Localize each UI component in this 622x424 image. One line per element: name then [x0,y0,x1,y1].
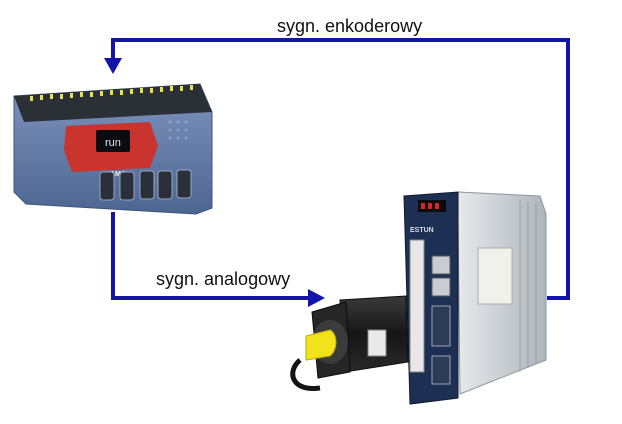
controller-display-text: run [105,137,121,149]
servo-motor [293,296,408,389]
motion-controller: run AMC [14,84,212,214]
motor-cable [293,360,320,389]
controller-connectors [100,170,191,200]
analog-signal-label: sygn. analogowy [156,270,290,288]
encoder-signal-label: sygn. enkoderowy [277,17,422,35]
drive-led-digits [421,203,439,209]
motor-nameplate [368,330,386,356]
drive-brand-text: ESTUN [410,227,434,234]
analog-signal-arrow [113,212,325,307]
drive-rating-label [478,248,512,304]
servo-drive: ESTUN [404,192,546,404]
